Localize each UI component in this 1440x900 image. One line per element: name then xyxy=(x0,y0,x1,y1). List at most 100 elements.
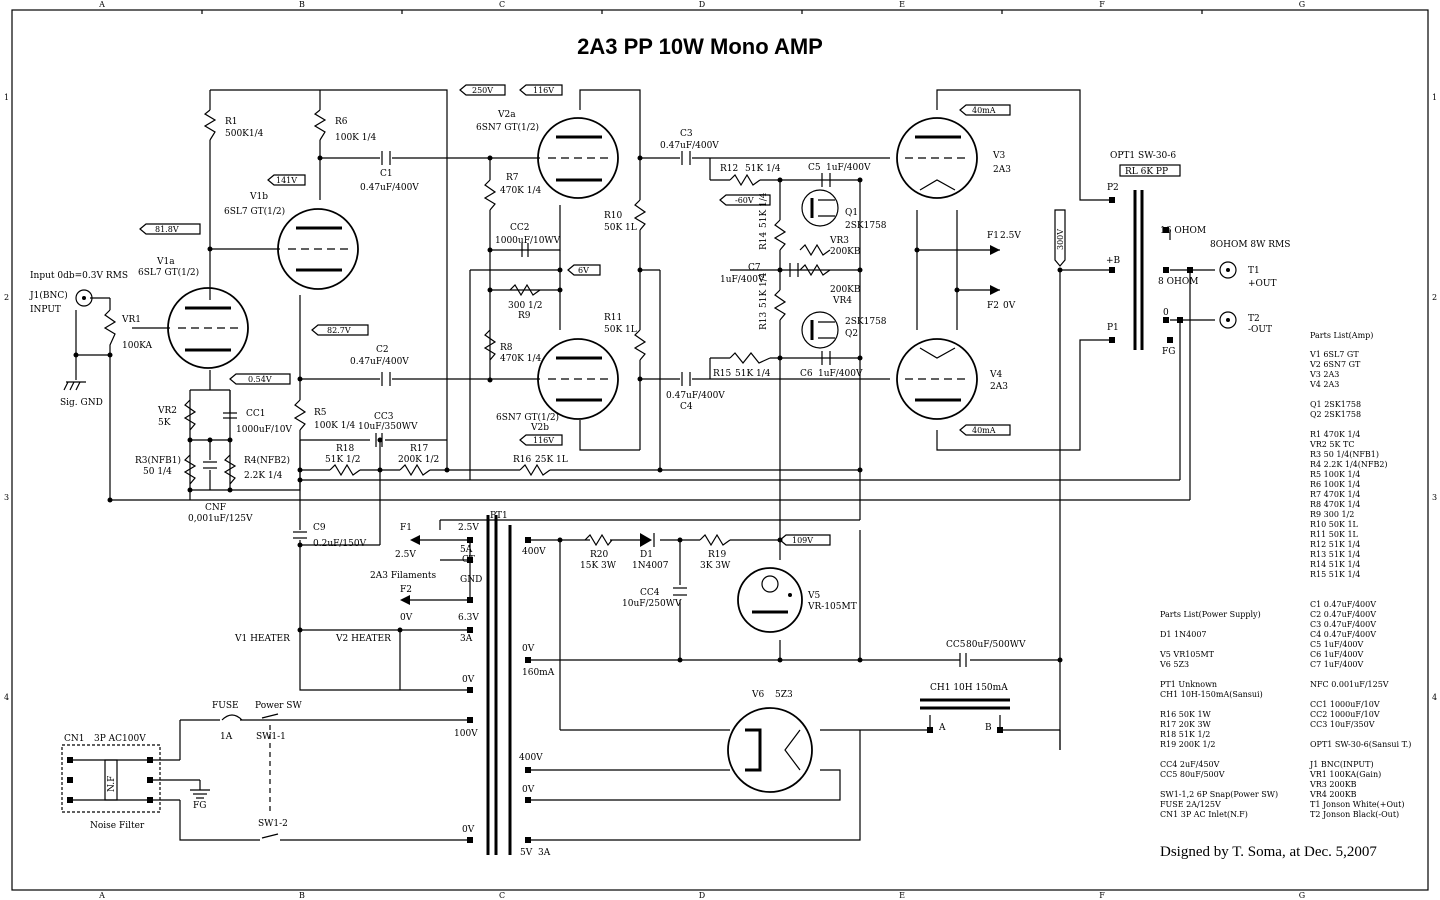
label-c3v: 0.47uF/400V xyxy=(660,141,719,151)
parts-list-item: V2 6SN7 GT xyxy=(1309,360,1361,369)
junction-dot xyxy=(397,627,403,633)
label-r12: R12 xyxy=(720,164,738,174)
mosfets xyxy=(801,189,839,349)
v2a-tube xyxy=(537,117,619,199)
label-cnfv: 0,001uF/125V xyxy=(188,514,253,524)
junction-dot xyxy=(227,487,233,493)
v4-tube xyxy=(896,338,978,420)
junction-dot xyxy=(207,437,213,443)
label-cnf: CNF xyxy=(205,503,226,513)
vr1-resistor xyxy=(103,309,117,355)
terminal-square xyxy=(1163,267,1169,273)
parts-list-item: T2 Jonson Black(-Out) xyxy=(1310,810,1399,819)
grid-letter-g-bottom: G xyxy=(1299,891,1305,900)
svg-text:6V: 6V xyxy=(578,266,589,275)
junction-dot xyxy=(444,467,450,473)
label-r18v: 51K 1/2 xyxy=(325,455,361,465)
label-vr4v: 200KB xyxy=(830,285,861,295)
parts-power-title: Parts List(Power Supply) xyxy=(1160,610,1261,619)
label-v6: V6 xyxy=(751,690,764,700)
label-v2a: V2a xyxy=(497,110,516,120)
sw1-1-switch xyxy=(261,713,279,719)
junction-dot xyxy=(637,376,643,382)
terminal-square xyxy=(525,537,531,543)
label-fg2: FG xyxy=(193,801,206,811)
r4-resistor xyxy=(223,454,237,485)
label-r12v: 51K 1/4 xyxy=(745,164,781,174)
vr3-resistor xyxy=(799,243,831,257)
label-v1at: 6SL7 GT(1/2) xyxy=(138,267,199,278)
label-v2bt: 6SN7 GT(1/2) xyxy=(496,412,559,423)
tubes xyxy=(167,117,978,793)
r6-resistor xyxy=(313,109,327,141)
parts-list-item: R3 50 1/4(NFB1) xyxy=(1310,450,1379,459)
junction-dot xyxy=(73,352,79,358)
label-psw: Power SW xyxy=(255,701,302,711)
label-f2v: 0V xyxy=(1003,301,1016,311)
terminal-square xyxy=(1109,267,1115,273)
junction-dot xyxy=(857,177,863,183)
terminal-square xyxy=(147,797,153,803)
junction-dot xyxy=(914,247,920,253)
r12-resistor xyxy=(729,173,761,187)
label-f1: F1 xyxy=(987,231,999,241)
label-nf: N.F xyxy=(107,776,117,792)
label-d1v: 1N4007 xyxy=(632,561,669,571)
v1a-tube xyxy=(167,287,249,369)
svg-text:300V: 300V xyxy=(1056,229,1065,250)
label-r18: R18 xyxy=(336,444,355,454)
label-v5a: 3A xyxy=(538,848,551,858)
junction-dot xyxy=(377,467,383,473)
d1-diode xyxy=(640,533,652,547)
label-ac100: 3P AC100V xyxy=(94,734,146,744)
parts-list-item: R12 51K 1/4 xyxy=(1310,540,1360,549)
label-vr3: VR3 xyxy=(829,236,849,246)
label-ch1: CH1 10H 150mA xyxy=(930,683,1008,693)
label-r4: R4(NFB2) xyxy=(244,455,290,466)
parts-list-item: R17 20K 3W xyxy=(1160,720,1212,729)
junction-dot xyxy=(657,467,663,473)
label-r11v: 50K 1L xyxy=(604,325,637,335)
parts-list-item: R16 50K 1W xyxy=(1160,710,1212,719)
terminal-square xyxy=(1177,317,1183,323)
label-r8v: 470K 1/4 xyxy=(500,354,542,364)
grid-letter-c-bottom: C xyxy=(499,891,505,900)
r9-resistor xyxy=(509,283,541,297)
svg-text:40mA: 40mA xyxy=(972,106,996,115)
label-fg1: FG xyxy=(1162,347,1175,357)
f1-arrow xyxy=(990,245,1000,255)
label-q2: Q2 xyxy=(845,329,858,339)
parts-list-item: OPT1 SW-30-6(Sansui T.) xyxy=(1310,740,1411,749)
grid-number-2-left: 2 xyxy=(4,293,9,302)
label-opt1b: RL 6K PP xyxy=(1125,167,1168,177)
signature-text: Dsigned by T. Soma, at Dec. 5,2007 xyxy=(1160,844,1377,860)
label-c3: C3 xyxy=(680,129,693,139)
junction-dot xyxy=(557,537,563,543)
label-f1b: F1 xyxy=(400,523,412,533)
label-v2at: 6SN7 GT(1/2) xyxy=(476,122,539,133)
label-v400a: 400V xyxy=(522,547,546,557)
label-r19v: 3K 3W xyxy=(700,561,731,571)
label-v1h: V1 HEATER xyxy=(234,634,290,644)
label-r6v: 100K 1/4 xyxy=(335,133,377,143)
label-v0a: 0V xyxy=(400,613,413,623)
label-r14: R14 xyxy=(759,231,769,250)
junction-dot xyxy=(297,542,303,548)
junction-dot xyxy=(487,377,493,383)
label-r9: R9 xyxy=(518,311,531,321)
label-r7: R7 xyxy=(506,173,519,183)
label-r10: R10 xyxy=(604,211,623,221)
parts-list-item: V1 6SL7 GT xyxy=(1309,350,1359,359)
label-cc1: CC1 xyxy=(246,409,266,419)
junction-dot xyxy=(857,267,863,273)
svg-text:116V: 116V xyxy=(533,86,554,95)
parts-list-item: C5 1uF/400V xyxy=(1310,640,1364,649)
parts-list-item: NFC 0.001uF/125V xyxy=(1310,680,1389,689)
label-chb: B xyxy=(985,723,992,733)
svg-text:82.7V: 82.7V xyxy=(327,326,351,335)
junction-dot xyxy=(107,352,113,358)
junction-dot xyxy=(777,355,783,361)
parts-list-item: V5 VR105MT xyxy=(1159,650,1215,659)
parts-list-item: VR3 200KB xyxy=(1309,780,1357,789)
